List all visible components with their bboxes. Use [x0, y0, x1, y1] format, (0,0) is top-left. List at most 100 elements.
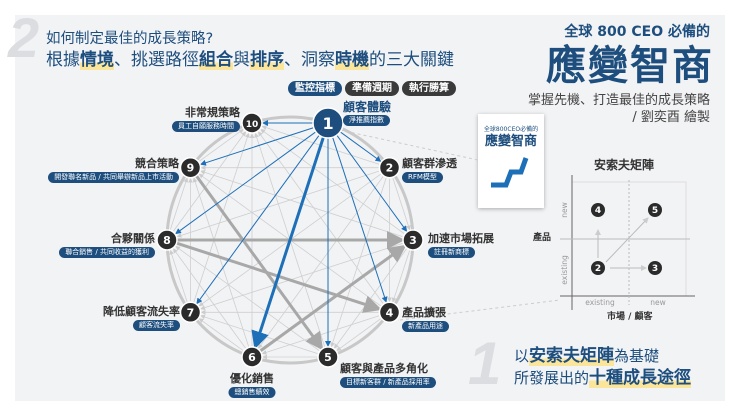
footer-caption: 以安索夫矩陣為基礎 所發展出的十種成長途徑	[514, 345, 692, 389]
book-stairs-icon	[491, 157, 529, 188]
node-10	[241, 112, 263, 134]
brand-subtitle: 全球 800 CEO 必備的	[564, 24, 710, 40]
node-number: 2	[386, 162, 394, 175]
x-tick-new: new	[650, 298, 666, 307]
node-metric-pill: 註冊新商標	[428, 247, 475, 258]
node-metric-pill: 淨推薦指數	[343, 115, 390, 126]
node-metric-pill: 開發聯名新品 / 共同舉辦新品上市活動	[48, 172, 179, 183]
ansoff-matrix: 4 5 2 3 existing new existing new	[560, 175, 695, 310]
node-5	[317, 346, 339, 368]
heading-text: 的三大關鍵	[369, 50, 454, 70]
node-metric-pill: 員工自願服務時間	[172, 121, 240, 132]
node-name: 合夥關係	[111, 232, 155, 245]
edge-3-10	[260, 129, 405, 234]
node-8	[156, 229, 178, 251]
footer-highlight: 安索夫矩陣	[529, 346, 615, 366]
matrix-cell-2	[591, 261, 605, 275]
matrix-x-label: 市場 / 顧客	[607, 312, 653, 322]
node-metric-pill: 聯合銷售 / 共同收益的獲利	[59, 247, 155, 258]
footer-text: 以	[514, 347, 530, 365]
node-name: 顧客與產品多角化	[340, 362, 428, 375]
node-number: 7	[187, 306, 195, 319]
matrix-cell-3-label: 3	[652, 264, 658, 274]
edge-1-7	[196, 134, 320, 305]
node-metric-pill: 新產品用途	[402, 321, 449, 332]
matrix-cell-4	[591, 203, 605, 217]
node-7	[179, 301, 202, 324]
question-heading: 如何制定最佳的成長策略?	[46, 31, 214, 47]
node-4	[378, 301, 401, 324]
key-points-heading: 根據情境、挑選路徑組合與排序、洞察時機的三大關鍵	[46, 49, 454, 71]
node-number: 9	[187, 162, 195, 175]
x-tick-existing: existing	[585, 298, 615, 307]
node-number: 8	[163, 234, 171, 247]
tagline: 掌握先機、打造最佳的成長策略	[527, 93, 710, 108]
node-9	[179, 156, 202, 179]
tag-list: 監控指標準備週期執行勝算	[285, 76, 456, 96]
book-small-title: 全球800CEO必備的	[483, 126, 539, 133]
y-tick-new: new	[560, 202, 569, 218]
node-number: 1	[322, 114, 333, 133]
node-name: 非常規策略	[185, 106, 240, 119]
matrix-cell-4-label: 4	[595, 206, 601, 216]
node-metric-pill: 總銷售績效	[228, 387, 276, 398]
heading-text: 、挑選路徑	[114, 50, 199, 70]
matrix-cell-3	[648, 261, 662, 275]
edge-1-6	[251, 120, 337, 350]
heading-text: 與	[233, 50, 250, 70]
node-name: 顧客群滲透	[402, 157, 457, 170]
node-name: 顧客體驗	[343, 100, 392, 114]
heading-text: 根據	[46, 50, 80, 70]
edge-9-10	[199, 129, 244, 162]
matrix-cell-5-label: 5	[652, 206, 658, 216]
edge-2-3	[392, 178, 411, 231]
node-name: 加速市場拓展	[428, 232, 494, 245]
node-number: 5	[324, 351, 332, 364]
edge-7-10	[193, 132, 250, 302]
node-metric-pill: RFM模型	[402, 172, 443, 183]
node-2	[378, 156, 401, 179]
matrix-cell-5	[648, 203, 662, 217]
highlight-keyword: 排序	[250, 50, 284, 70]
y-tick-existing: existing	[560, 255, 569, 285]
book-cover: 全球800CEO必備的 應變智商	[478, 114, 544, 208]
matrix-y-label: 產品	[533, 233, 552, 243]
edge-1-3	[336, 134, 408, 232]
footer-text: 所發展出的	[514, 369, 590, 387]
node-number: 6	[248, 351, 256, 364]
section-number-2: 2	[8, 6, 40, 69]
node-name: 產品擴張	[402, 306, 446, 319]
brand-title: 應變智商	[546, 43, 714, 89]
footer-highlight: 十種成長途徑	[589, 368, 692, 388]
edge-1-8	[175, 131, 317, 235]
node-3	[402, 229, 424, 251]
node-name: 競合策略	[135, 157, 179, 170]
edge-1-4	[332, 137, 388, 303]
edge-1-9	[200, 127, 314, 166]
matrix-cell-2-label: 2	[595, 264, 601, 274]
brand-tagline: 掌握先機、打造最佳的成長策略 / 劉奕酉 繪製	[528, 92, 710, 126]
edge-6-7	[198, 318, 244, 351]
edge-1-2	[339, 131, 382, 162]
node-metric-pill: 目標新客群 / 新產品採用率	[340, 377, 436, 388]
node-6	[241, 346, 263, 368]
book-title: 應變智商	[484, 134, 537, 149]
matrix-title: 安索夫矩陣	[594, 158, 655, 172]
tag-pill: 準備週期	[345, 81, 399, 96]
tag-pill: 監控指標	[288, 81, 342, 96]
node-name: 降低顧客流失率	[103, 305, 180, 318]
edge-2-5	[330, 178, 387, 348]
edge-4-5	[336, 318, 381, 351]
node-name: 優化銷售	[230, 372, 274, 385]
node-metric-pill: 顧客流失率	[133, 320, 180, 331]
edge-5-8	[175, 245, 320, 351]
node-number: 10	[246, 120, 259, 130]
heading-text: 、洞察	[284, 50, 335, 70]
highlight-keyword: 組合	[199, 50, 233, 70]
footer-text: 為基礎	[614, 347, 660, 365]
highlight-keyword: 時機	[335, 50, 369, 70]
tag-pill: 執行勝算	[402, 81, 456, 96]
author: / 劉奕酉 繪製	[632, 110, 710, 125]
node-number: 4	[386, 306, 394, 319]
